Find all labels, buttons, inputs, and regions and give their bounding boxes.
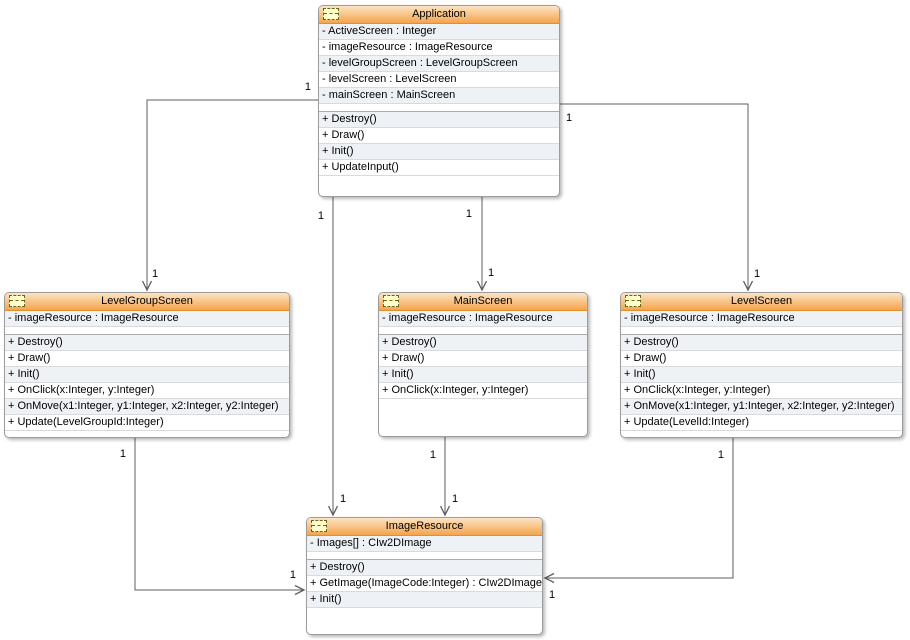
class-name: ImageResource	[385, 520, 464, 532]
class-box-mainscreen[interactable]: MainScreen - imageResource : ImageResour…	[378, 292, 588, 437]
attributes-compartment: - imageResource : ImageResource	[5, 311, 289, 335]
member-row: - imageResource : ImageResource	[379, 311, 587, 327]
class-header: ImageResource	[307, 518, 542, 536]
member-row: + Draw()	[621, 351, 902, 367]
member-row: + Destroy()	[5, 335, 289, 351]
class-header: Application	[319, 6, 559, 24]
multiplicity-label: 1	[430, 449, 436, 461]
multiplicity-label: 1	[290, 569, 296, 581]
member-row: - ActiveScreen : Integer	[319, 24, 559, 40]
association-application-levelgroupscreen[interactable]: 1 1	[147, 81, 318, 290]
member-row: + OnMove(x1:Integer, y1:Integer, x2:Inte…	[621, 399, 902, 415]
class-box-levelgroupscreen[interactable]: LevelGroupScreen - imageResource : Image…	[4, 292, 290, 438]
member-row: + Init()	[5, 367, 289, 383]
class-box-imageresource[interactable]: ImageResource - Images[] : CIw2DImage + …	[306, 517, 543, 635]
attributes-compartment: - Images[] : CIw2DImage	[307, 536, 542, 560]
member-row: + Destroy()	[379, 335, 587, 351]
operations-compartment: + Destroy()+ Draw()+ Init()+ OnClick(x:I…	[621, 335, 902, 431]
member-row: + Init()	[319, 144, 559, 160]
multiplicity-label: 1	[566, 112, 572, 124]
class-name: LevelScreen	[730, 295, 793, 307]
member-row: - imageResource : ImageResource	[621, 311, 902, 327]
member-row: + Update(LevelGroupId:Integer)	[5, 415, 289, 431]
multiplicity-label: 1	[549, 589, 555, 601]
member-row: - imageResource : ImageResource	[319, 40, 559, 56]
association-levelgroupscreen-imageresource[interactable]: 1 1	[120, 438, 304, 590]
member-row: + Destroy()	[621, 335, 902, 351]
member-row: + OnClick(x:Integer, y:Integer)	[621, 383, 902, 399]
class-header: LevelScreen	[621, 293, 902, 311]
association-application-levelscreen[interactable]: 1 1	[560, 103, 760, 290]
member-row: - levelScreen : LevelScreen	[319, 72, 559, 88]
member-row: + UpdateInput()	[319, 160, 559, 176]
multiplicity-label: 1	[466, 208, 472, 220]
multiplicity-label: 1	[340, 493, 346, 505]
member-row: + Init()	[307, 592, 542, 608]
multiplicity-label: 1	[718, 449, 724, 461]
operations-compartment: + Destroy()+ Draw()+ Init()+ UpdateInput…	[319, 112, 559, 176]
member-row: + OnMove(x1:Integer, y1:Integer, x2:Inte…	[5, 399, 289, 415]
member-row: - mainScreen : MainScreen	[319, 88, 559, 104]
member-row: + Destroy()	[307, 560, 542, 576]
multiplicity-label: 1	[754, 268, 760, 280]
member-row: - imageResource : ImageResource	[5, 311, 289, 327]
class-name: MainScreen	[453, 295, 513, 307]
class-icon	[383, 295, 399, 307]
class-name: LevelGroupScreen	[101, 295, 193, 307]
member-row: + OnClick(x:Integer, y:Integer)	[379, 383, 587, 399]
member-row: + Init()	[621, 367, 902, 383]
multiplicity-label: 1	[488, 267, 494, 279]
member-row: + OnClick(x:Integer, y:Integer)	[5, 383, 289, 399]
association-mainscreen-imageresource[interactable]: 1 1	[430, 437, 458, 515]
multiplicity-label: 1	[152, 268, 158, 280]
member-row: - Images[] : CIw2DImage	[307, 536, 542, 552]
association-levelscreen-imageresource[interactable]: 1 1	[545, 438, 734, 601]
attributes-compartment: - imageResource : ImageResource	[379, 311, 587, 335]
class-icon	[323, 8, 339, 20]
operations-compartment: + Destroy()+ Draw()+ Init()+ OnClick(x:I…	[379, 335, 587, 399]
member-row: + Draw()	[5, 351, 289, 367]
member-row: + Init()	[379, 367, 587, 383]
class-icon	[9, 295, 25, 307]
operations-compartment: + Destroy()+ GetImage(ImageCode:Integer)…	[307, 560, 542, 608]
class-icon	[311, 520, 327, 532]
class-box-application[interactable]: Application - ActiveScreen : Integer- im…	[318, 5, 560, 197]
member-row: + Update(LevelId:Integer)	[621, 415, 902, 431]
class-box-levelscreen[interactable]: LevelScreen - imageResource : ImageResou…	[620, 292, 903, 438]
class-name: Application	[412, 8, 466, 20]
multiplicity-label: 1	[452, 493, 458, 505]
member-row: + GetImage(ImageCode:Integer) : CIw2DIma…	[307, 576, 542, 592]
class-header: LevelGroupScreen	[5, 293, 289, 311]
class-icon	[625, 295, 641, 307]
association-application-imageresource[interactable]: 1 1	[318, 197, 346, 515]
multiplicity-label: 1	[318, 210, 324, 222]
member-row: + Destroy()	[319, 112, 559, 128]
class-header: MainScreen	[379, 293, 587, 311]
member-row: + Draw()	[319, 128, 559, 144]
attributes-compartment: - ActiveScreen : Integer- imageResource …	[319, 24, 559, 112]
operations-compartment: + Destroy()+ Draw()+ Init()+ OnClick(x:I…	[5, 335, 289, 431]
association-application-mainscreen[interactable]: 1 1	[466, 197, 494, 290]
member-row: + Draw()	[379, 351, 587, 367]
member-row: - levelGroupScreen : LevelGroupScreen	[319, 56, 559, 72]
multiplicity-label: 1	[120, 448, 126, 460]
multiplicity-label: 1	[305, 81, 311, 93]
attributes-compartment: - imageResource : ImageResource	[621, 311, 902, 335]
